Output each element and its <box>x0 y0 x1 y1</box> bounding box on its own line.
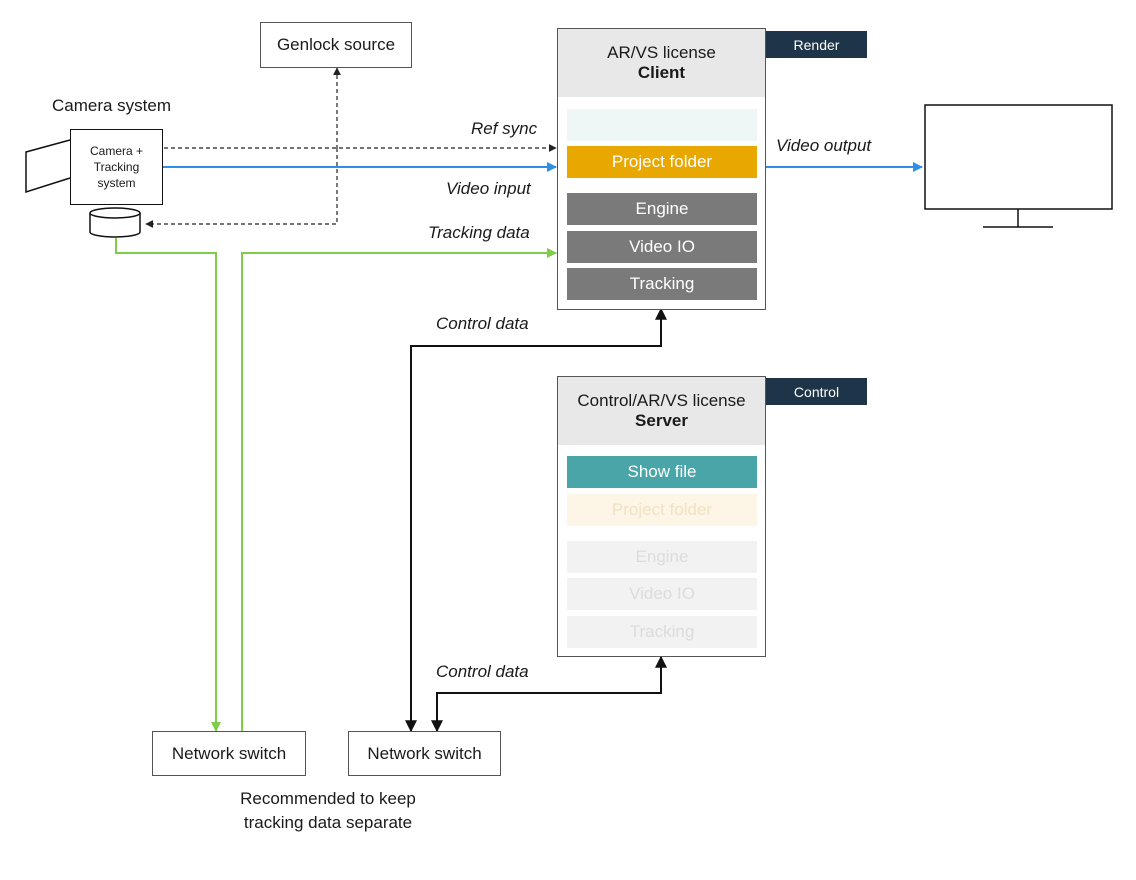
server-panel-header: Control/AR/VS license Server <box>558 377 765 445</box>
server-panel: Control/AR/VS license Server Show file P… <box>557 376 766 657</box>
genlock-source-label: Genlock source <box>276 35 396 54</box>
switch-to-client-tracking-line <box>241 248 557 731</box>
camera-tracking-box: Camera + Tracking system <box>70 129 163 205</box>
client-role: Client <box>637 63 686 82</box>
recommendation-note: Recommended to keep tracking data separa… <box>208 787 448 835</box>
control-client-line <box>405 307 667 733</box>
network-switch-left: Network switch <box>152 731 306 776</box>
genlock-source-box: Genlock source <box>260 22 412 68</box>
client-module-video-io: Video IO <box>567 231 757 263</box>
network-switch-right-label: Network switch <box>367 743 482 763</box>
client-panel: AR/VS license Client Project folder Engi… <box>557 28 766 310</box>
client-module-engine: Engine <box>567 193 757 225</box>
render-tag: Render <box>766 31 867 58</box>
server-module-project-folder: Project folder <box>567 494 757 526</box>
ref-sync-label: Ref sync <box>471 119 538 138</box>
tracker-cylinder-icon <box>89 207 141 238</box>
control-tag: Control <box>766 378 867 405</box>
server-module-video-io: Video IO <box>567 578 757 610</box>
ref-sync-line <box>164 68 556 148</box>
recommendation-line-2: tracking data separate <box>243 813 413 832</box>
monitor-icon <box>924 104 1113 228</box>
video-output-label: Video output <box>776 136 872 155</box>
network-switch-left-label: Network switch <box>171 743 287 763</box>
tracking-to-switch-line <box>115 238 221 732</box>
control-server-line <box>431 655 667 733</box>
network-switch-right: Network switch <box>348 731 501 776</box>
recommendation-line-1: Recommended to keep <box>240 789 416 808</box>
client-module-tracking: Tracking <box>567 268 757 300</box>
genlock-to-tracking-line <box>145 148 338 228</box>
server-license: Control/AR/VS license <box>577 391 746 410</box>
server-role: Server <box>635 411 688 430</box>
server-module-tracking: Tracking <box>567 616 757 648</box>
tracking-data-label: Tracking data <box>428 223 530 242</box>
control-data-server-label: Control data <box>436 662 529 681</box>
server-module-show-file: Show file <box>567 456 757 488</box>
camera-tracking-label: Camera + Tracking system <box>89 144 144 190</box>
camera-system-title: Camera system <box>52 96 172 115</box>
client-module-project-folder: Project folder <box>567 146 757 178</box>
server-module-engine: Engine <box>567 541 757 573</box>
client-panel-header: AR/VS license Client <box>558 29 765 97</box>
control-data-client-label: Control data <box>436 314 529 333</box>
camera-lens-shape <box>25 139 71 194</box>
video-input-label: Video input <box>446 179 531 198</box>
client-license: AR/VS license <box>607 43 716 62</box>
client-module-blank <box>567 109 757 141</box>
